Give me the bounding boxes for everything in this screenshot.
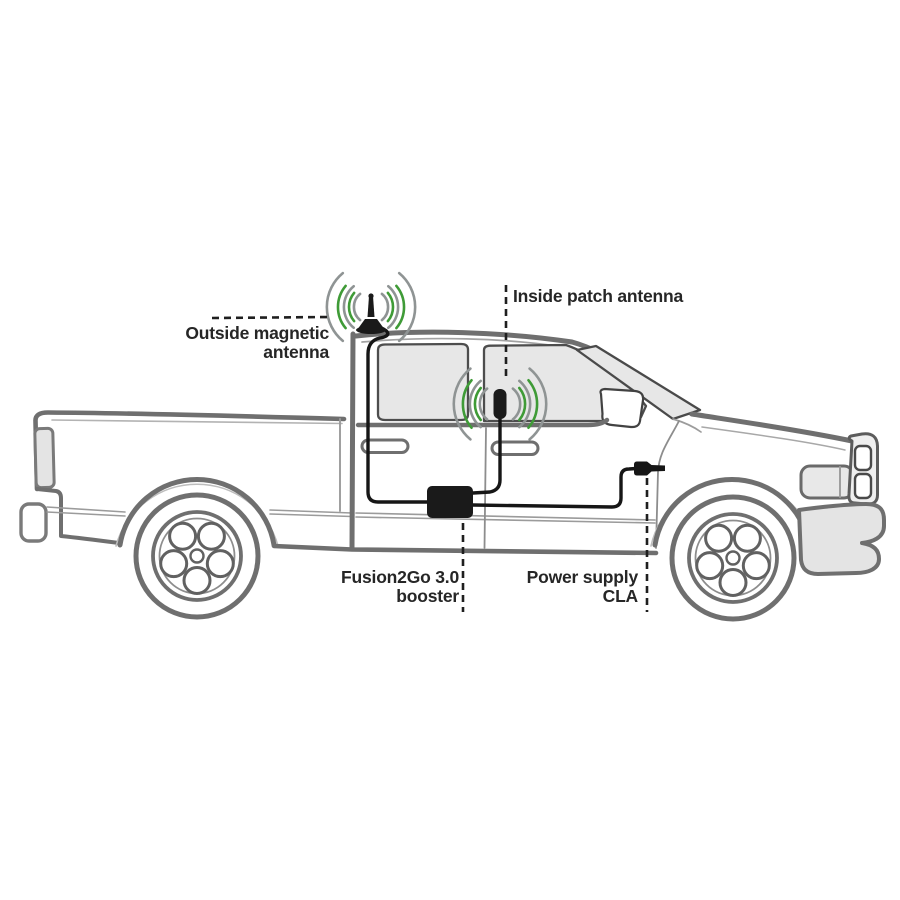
cables [366, 325, 638, 509]
inside-antenna-icon [493, 389, 507, 419]
power-supply-label-line2: CLA [602, 586, 639, 606]
power-supply-label: Power supply CLA [526, 567, 639, 606]
rear-door-window [376, 342, 470, 422]
devices [356, 293, 665, 518]
outside-antenna-label-line2: antenna [263, 342, 329, 362]
truck-body [19, 329, 886, 622]
booster-label-line1: Fusion2Go 3.0 [341, 567, 459, 587]
inside-antenna-cable [471, 417, 502, 495]
front-wheel [669, 494, 797, 622]
rear-bumper [19, 502, 48, 543]
truck-cab [271, 329, 702, 556]
headlight [799, 464, 855, 500]
hood-line [689, 411, 855, 444]
rear-door-handle [360, 438, 410, 454]
power-plug-icon [634, 461, 665, 476]
truck-front-end [650, 411, 886, 576]
power-supply-label-line1: Power supply [526, 567, 639, 587]
booster-label-line2: booster [396, 586, 459, 606]
outside-antenna-label: Outside magnetic antenna [185, 324, 329, 362]
outside-antenna-label-line1: Outside magnetic [185, 323, 329, 343]
grille-slat-upper [853, 444, 873, 472]
outside-antenna-cable [366, 325, 430, 504]
inside-antenna-label: Inside patch antenna [513, 287, 683, 306]
rear-wheel-arch [117, 476, 277, 548]
booster-icon [427, 486, 473, 518]
signal-waves-outside [325, 271, 417, 343]
booster-label: Fusion2Go 3.0 booster [341, 568, 459, 606]
leader-lines [211, 285, 649, 612]
taillight [33, 426, 56, 490]
front-bumper [797, 502, 886, 576]
power-cable [471, 466, 638, 509]
leader-line-outside-antenna [211, 315, 332, 320]
rocker-panel [271, 543, 659, 556]
front-door-handle [490, 440, 540, 456]
truck-bed [19, 410, 353, 545]
signal-waves-inside [452, 367, 548, 441]
outside-antenna-icon [356, 293, 386, 334]
grille-slat-lower [853, 472, 873, 500]
rear-wheel [115, 476, 279, 620]
inside-antenna-label-line1: Inside patch antenna [513, 286, 684, 306]
